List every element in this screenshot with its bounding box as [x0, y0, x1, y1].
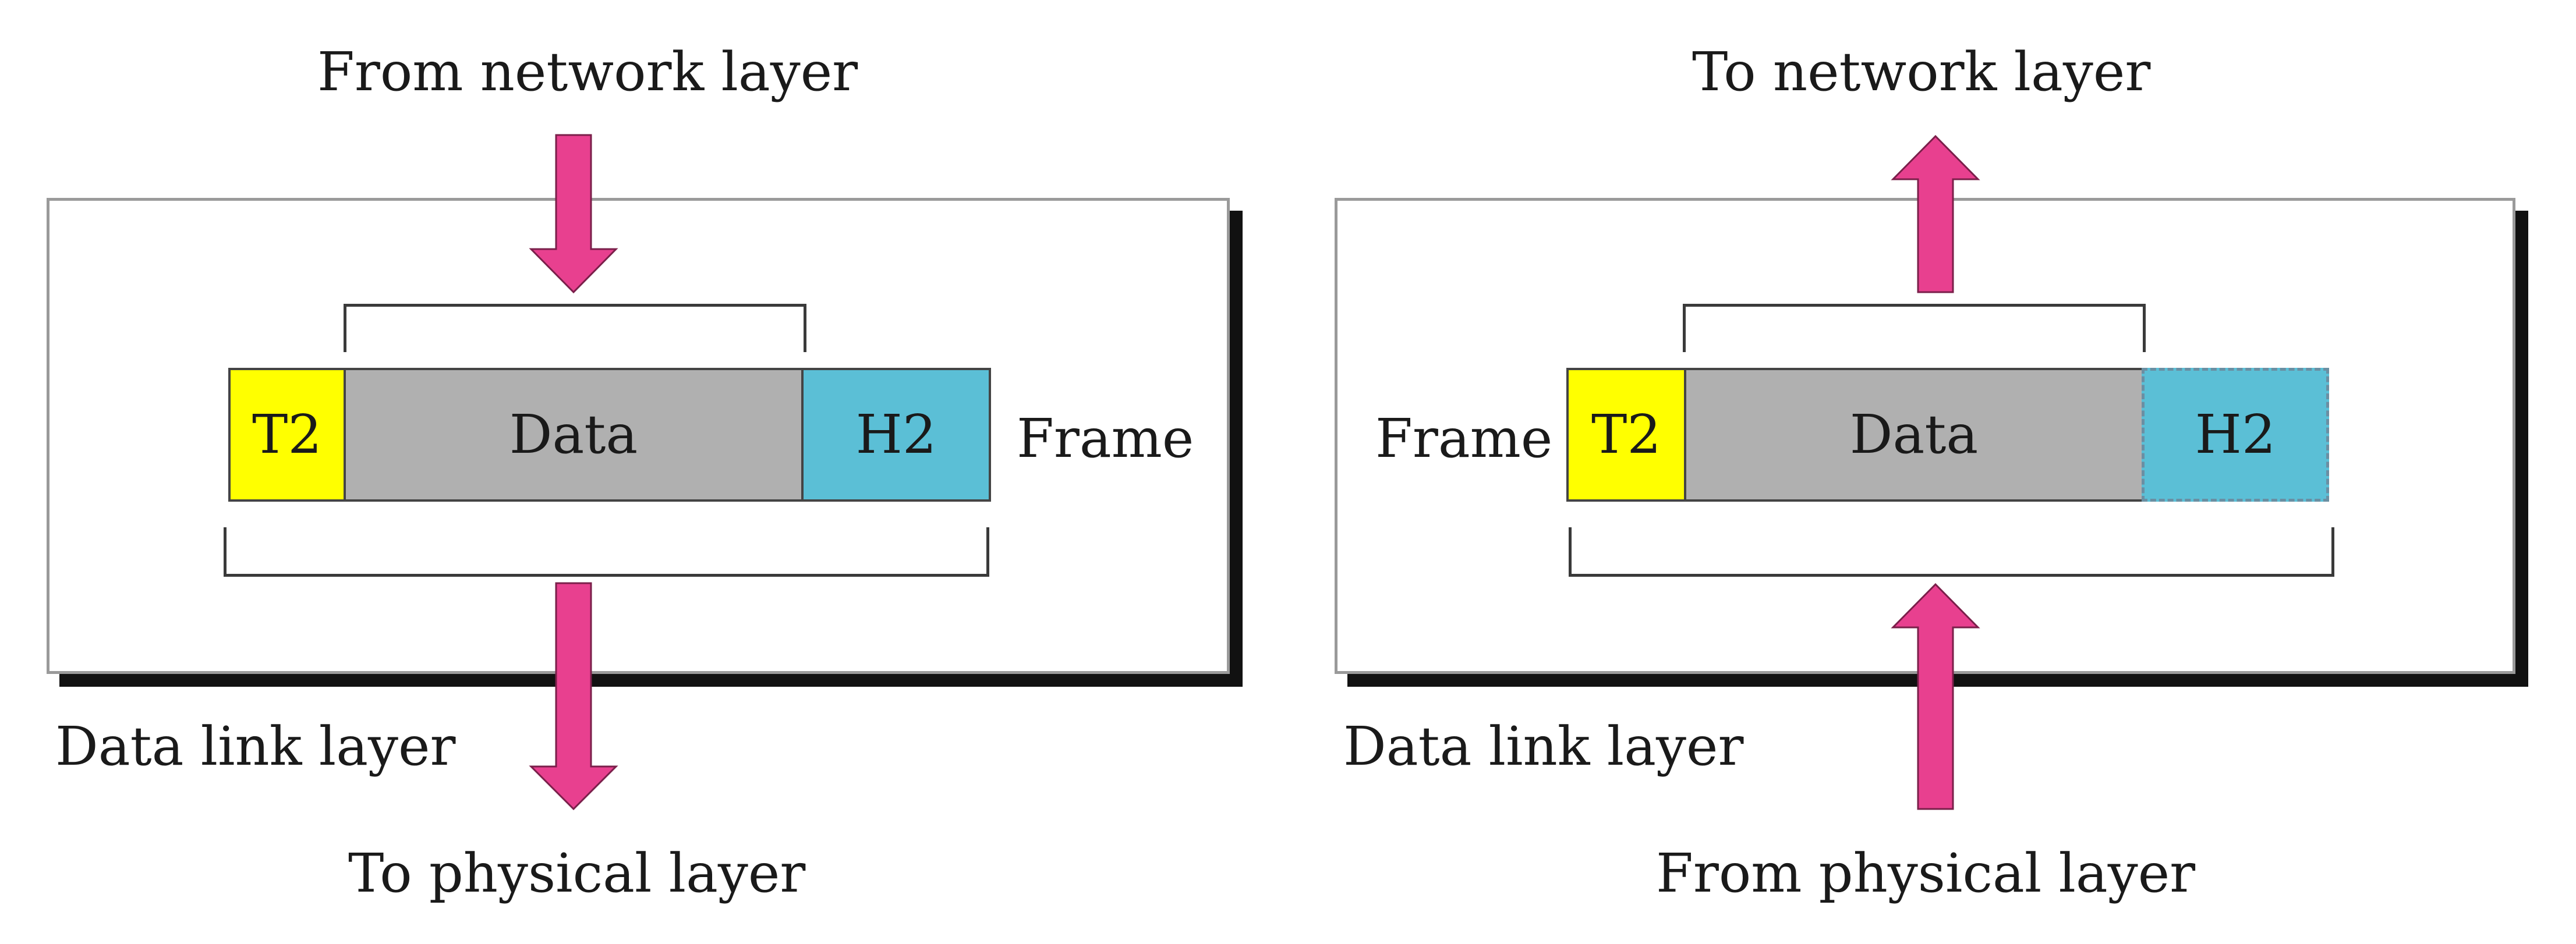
arrow-shape [529, 134, 618, 294]
trailer-t2-segment: T2 [1566, 368, 1686, 502]
data-segment: Data [344, 368, 804, 502]
down-arrow-into-layer-icon [529, 134, 618, 294]
frame-label: Frame [1375, 407, 1553, 470]
sending-side-panel: From network layer T2 Data H2 Frame Data… [47, 41, 1230, 904]
up-arrow-to-network-icon [1891, 134, 1980, 293]
arrow-shape [529, 582, 618, 811]
arrow-shape [1891, 134, 1980, 293]
up-arrow-from-physical-icon [1891, 583, 1980, 810]
header-label: H2 [2195, 403, 2276, 466]
data-link-layer-label: Data link layer [55, 715, 456, 778]
frame-bracket [1569, 527, 2334, 577]
data-label: Data [509, 403, 638, 466]
header-label: H2 [855, 403, 937, 466]
trailer-label: T2 [252, 403, 322, 466]
data-link-layer-label: Data link layer [1343, 715, 1744, 778]
to-network-layer-label: To network layer [1692, 41, 2151, 103]
data-unit-bracket [344, 304, 806, 352]
data-unit-bracket [1683, 304, 2146, 352]
trailer-label: T2 [1591, 403, 1661, 466]
arrow-shape [1891, 583, 1980, 810]
header-h2-segment: H2 [2142, 368, 2329, 502]
from-physical-layer-label: From physical layer [1656, 842, 2196, 904]
frame-bracket [224, 527, 989, 577]
header-h2-segment: H2 [801, 368, 991, 502]
trailer-t2-segment: T2 [228, 368, 346, 502]
data-label: Data [1849, 403, 1979, 466]
data-segment: Data [1684, 368, 2144, 502]
frame-label: Frame [1017, 407, 1194, 470]
receiving-side-panel: To network layer Frame T2 Data H2 Data l… [1288, 0, 2576, 944]
down-arrow-to-physical-icon [529, 582, 618, 811]
from-network-layer-label: From network layer [317, 41, 858, 103]
to-physical-layer-label: To physical layer [348, 842, 806, 904]
